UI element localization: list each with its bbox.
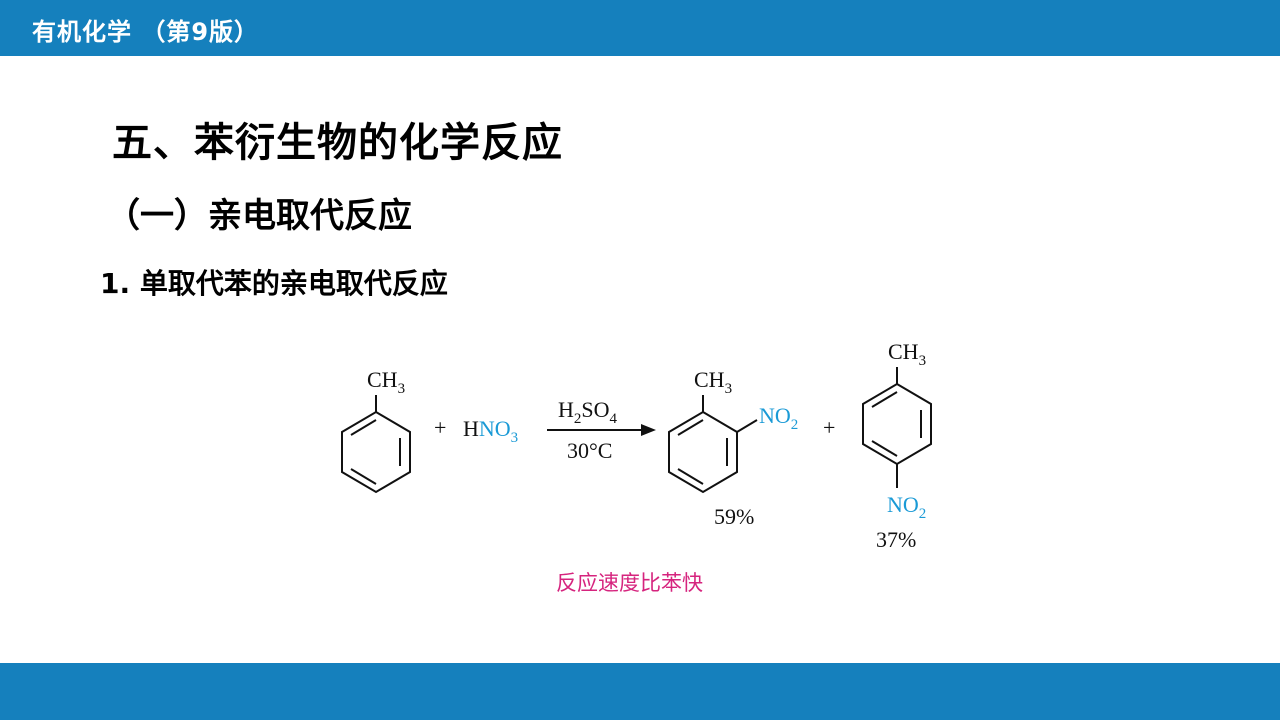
plus-sign-1: + (434, 415, 446, 440)
plus-sign-2: + (823, 415, 835, 440)
para-ch3-label: CH3 (888, 339, 926, 369)
ortho-no2-label: NO2 (759, 403, 798, 433)
section-heading: 五、苯衍生物的化学反应 (112, 120, 563, 166)
reagent-hno3: HNO3 (463, 416, 518, 446)
para-no2-label: NO2 (887, 492, 926, 522)
ortho-product-ring (668, 395, 758, 494)
ortho-ch3-label: CH3 (694, 367, 732, 397)
rate-note: 反应速度比苯快 (556, 571, 703, 595)
catalyst-h2so4: H2SO4 (558, 397, 618, 427)
reaction-temperature: 30°C (567, 438, 612, 463)
ortho-yield: 59% (714, 504, 754, 529)
arrow-head (641, 424, 656, 436)
topic-heading: 1. 单取代苯的亲电取代反应 (100, 267, 448, 300)
para-yield: 37% (876, 527, 916, 552)
toluene-ring (341, 395, 411, 494)
bottom-bar (0, 663, 1280, 720)
course-title: 有机化学 （第9版） (32, 18, 260, 46)
para-product-ring (862, 367, 932, 488)
reactant-ch3-label: CH3 (367, 367, 405, 397)
top-bar: 有机化学 （第9版） (0, 0, 1280, 56)
subsection-heading: （一）亲电取代反应 (106, 196, 412, 236)
